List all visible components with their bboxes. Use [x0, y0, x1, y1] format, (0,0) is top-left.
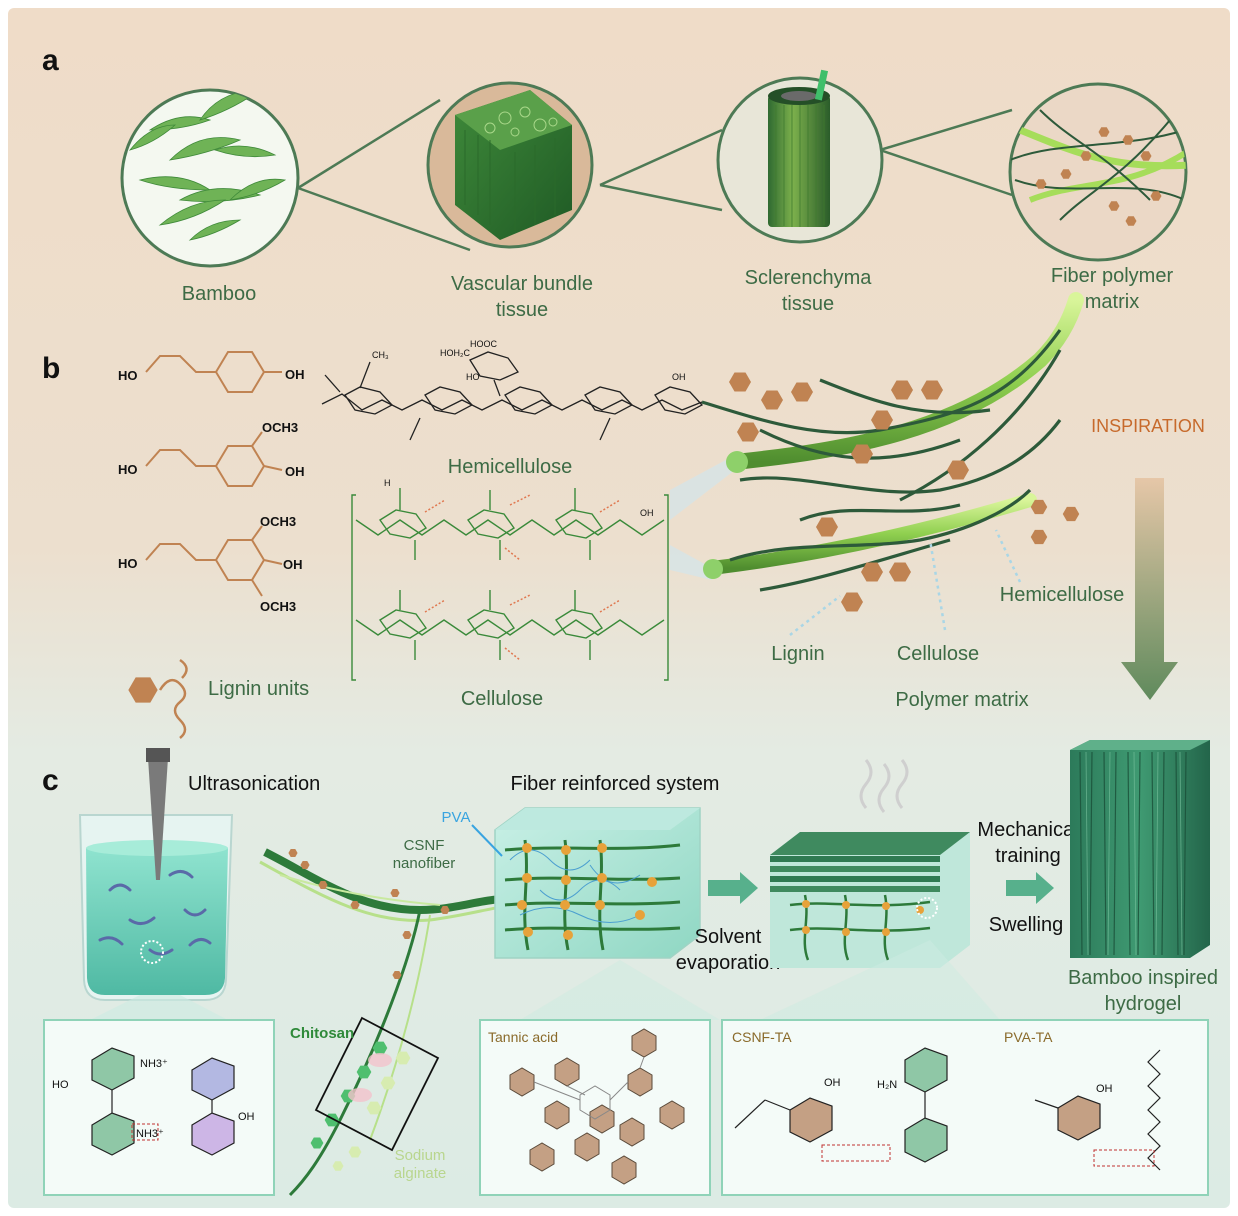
- lignin-units-legend: [128, 658, 188, 739]
- chem-oh-inset1: OH: [238, 1111, 255, 1123]
- process-arrow-1: [708, 872, 758, 904]
- inset-chitosan-structure: [43, 995, 275, 1196]
- label-vascular-1: Vascular bundle: [451, 273, 593, 295]
- label-lignin-units: Lignin units: [208, 678, 309, 700]
- chem-ho-hemi: HO: [466, 372, 480, 382]
- panel-a-letter: a: [42, 44, 59, 77]
- label-swelling: Swelling: [989, 914, 1063, 936]
- panel-a: a Bamboo: [42, 44, 1188, 321]
- label-hemicellulose: Hemicellulose: [448, 456, 573, 478]
- label-fiber-reinforced-system: Fiber reinforced system: [511, 773, 720, 795]
- hemicellulose-structure: [321, 351, 704, 441]
- label-sclerenchyma-1: Sclerenchyma: [745, 267, 873, 289]
- label-tannic-acid: Tannic acid: [488, 1029, 558, 1045]
- chem-oh-hemi: OH: [672, 372, 686, 382]
- chem-ho-inset1: HO: [52, 1079, 69, 1091]
- chem-och3-2: OCH3: [262, 420, 298, 435]
- label-hemicellulose-matrix: Hemicellulose: [1000, 584, 1125, 606]
- chem-och3-3b: OCH3: [260, 599, 296, 614]
- label-solvent: Solvent: [695, 926, 762, 948]
- chem-h-cellulose: H: [384, 478, 391, 488]
- label-hydrogel: hydrogel: [1105, 993, 1182, 1015]
- label-sclerenchyma-2: tissue: [782, 293, 834, 315]
- label-evaporation: evaporation: [676, 952, 781, 974]
- label-ultrasonication: Ultrasonication: [188, 773, 320, 795]
- label-nanofiber: nanofiber: [393, 855, 456, 872]
- label-training: training: [995, 845, 1061, 867]
- chem-nh3-1: NH3⁺: [140, 1058, 168, 1070]
- label-bamboo: Bamboo: [182, 283, 257, 305]
- bamboo-illustration: [120, 88, 300, 268]
- inset-csnf-pva-ta: [721, 940, 1209, 1196]
- chem-och3-3a: OCH3: [260, 514, 296, 529]
- fiber-matrix-illustration: [1008, 82, 1188, 262]
- label-chitosan: Chitosan: [290, 1025, 354, 1042]
- label-bamboo-inspired: Bamboo inspired: [1068, 967, 1218, 989]
- chem-hooc: HOOC: [470, 339, 498, 349]
- process-arrow-2: [1006, 872, 1054, 904]
- chem-hoh2c: HOH₂C: [440, 348, 470, 358]
- monolignol-3: [145, 525, 283, 597]
- label-pva: PVA: [442, 809, 471, 826]
- label-alginate: alginate: [394, 1165, 447, 1182]
- chem-h2n: H₂N: [877, 1079, 897, 1091]
- panel-c-letter: c: [42, 764, 59, 797]
- label-sodium: Sodium: [395, 1147, 446, 1164]
- hydrogel-block: [1070, 740, 1210, 958]
- fiber-matrix-b: [670, 292, 1084, 636]
- layered-film: [770, 759, 970, 968]
- label-polymer-matrix: Polymer matrix: [895, 689, 1028, 711]
- panel-c: c Ultrasonication: [42, 740, 1218, 1197]
- panel-b: b HO OH HO OCH3 OH HO OCH3 OH OC: [42, 292, 1205, 739]
- chem-ch3-hemi: CH₃: [372, 350, 389, 360]
- inspiration-arrow: [1121, 478, 1178, 700]
- label-fiber-matrix-1: Fiber polymer: [1051, 265, 1174, 287]
- vascular-bundle-illustration: [426, 81, 594, 249]
- fiber-reinforced-cube: [471, 807, 701, 959]
- label-csnf: CSNF: [404, 837, 445, 854]
- beaker-illustration: [78, 748, 234, 1001]
- chem-oh-csnf: OH: [824, 1077, 841, 1089]
- chem-ho-2: HO: [118, 462, 138, 477]
- chem-oh-pva: OH: [1096, 1083, 1113, 1095]
- label-lignin-matrix: Lignin: [771, 643, 824, 665]
- chem-oh-2: OH: [285, 464, 305, 479]
- label-cellulose-matrix: Cellulose: [897, 643, 979, 665]
- label-pva-ta: PVA-TA: [1004, 1029, 1053, 1045]
- label-mechanical: Mechanical: [977, 819, 1078, 841]
- sclerenchyma-illustration: [716, 69, 884, 244]
- cellulose-structure: [351, 488, 669, 681]
- label-cellulose: Cellulose: [461, 688, 543, 710]
- label-vascular-2: tissue: [496, 299, 548, 321]
- zoom-lines-a: [297, 98, 1013, 252]
- label-fiber-matrix-2: matrix: [1085, 291, 1139, 313]
- label-inspiration: INSPIRATION: [1091, 416, 1205, 436]
- inset-tannic-acid: [479, 960, 720, 1196]
- chem-oh-3: OH: [283, 557, 303, 572]
- panel-b-letter: b: [42, 352, 60, 385]
- monolignol-2: [145, 431, 283, 487]
- chem-oh-cellulose: OH: [640, 508, 654, 518]
- chem-ho-3: HO: [118, 556, 138, 571]
- chem-oh-1: OH: [285, 367, 305, 382]
- chem-nh3-2: NH3⁺: [136, 1128, 164, 1140]
- csnf-fiber-illustration: [259, 848, 521, 1197]
- chem-ho-1: HO: [118, 368, 138, 383]
- label-csnf-ta: CSNF-TA: [732, 1029, 792, 1045]
- monolignol-1: [145, 351, 282, 393]
